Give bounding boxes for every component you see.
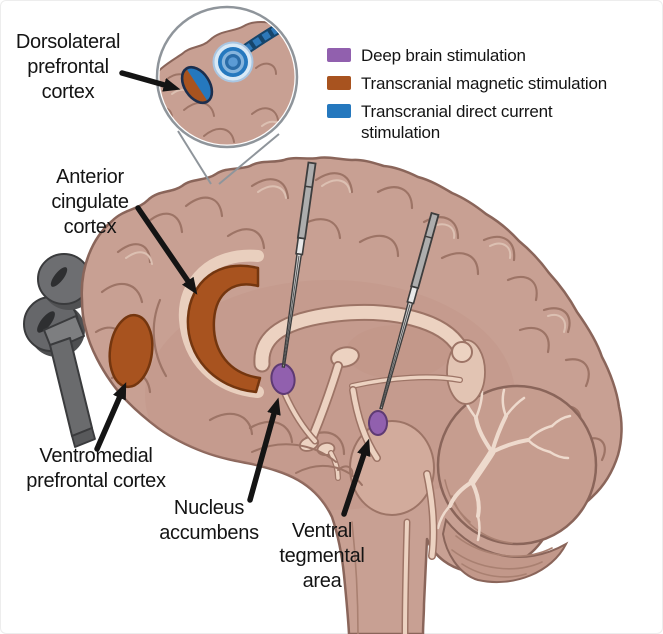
fourth-ventricle — [424, 471, 436, 559]
tms-coil-handle-cap — [71, 427, 96, 448]
legend-item-dbs: Deep brain stimulation — [327, 45, 611, 66]
brainstem-stripe — [403, 520, 409, 634]
legend-swatch-tms — [327, 76, 351, 90]
label-vta: Ventral tegmental area — [279, 520, 365, 592]
label-acc: Anterior cingulate cortex — [51, 166, 129, 238]
hypothalamic-sulcus — [350, 375, 462, 388]
legend-swatch-dbs — [327, 48, 351, 62]
legend-label-dbs: Deep brain stimulation — [361, 46, 526, 65]
brain-sagittal — [80, 156, 623, 634]
arrow-vmpfc — [94, 382, 127, 452]
magnifier-line-right — [218, 133, 280, 185]
vmpfc-region — [108, 313, 154, 389]
arrow-nacc — [247, 397, 281, 503]
tms-coil-upper-slot — [50, 267, 68, 287]
corpus-callosum — [255, 305, 467, 371]
arrow-vta — [341, 438, 371, 517]
legend: Deep brain stimulation Transcranial magn… — [327, 45, 611, 150]
arrow-dlpfc — [119, 70, 181, 92]
tms-coil-lower-slot — [37, 311, 55, 333]
cerebellar-folds — [444, 479, 553, 578]
dbs-electrode-nacc — [281, 161, 317, 368]
gyri-highlights — [125, 179, 566, 333]
brainstem-line — [351, 521, 359, 634]
magnifier-line-left — [177, 130, 212, 185]
label-dlpfc: Dorsolateral prefrontal cortex — [15, 31, 121, 103]
dbs-electrode-vta — [379, 211, 440, 410]
tms-coil-collar — [43, 315, 85, 351]
midline-structures — [178, 249, 486, 634]
legend-label-tms: Transcranial magnetic stimulation — [361, 74, 607, 93]
fornix — [309, 362, 342, 440]
midbrain-stripe — [350, 387, 380, 461]
tdcs-cable-ribs — [242, 17, 294, 53]
arrow-acc — [135, 205, 198, 295]
label-nacc: Nucleus accumbens — [159, 497, 259, 544]
nacc-region — [270, 363, 296, 395]
dlpfc-target-spot — [180, 65, 214, 105]
tms-coil-handle — [49, 337, 93, 437]
tms-coil-device — [23, 253, 96, 448]
cerebellum — [436, 384, 598, 584]
inset-magnifier — [155, 5, 299, 185]
annotation-arrows — [94, 70, 371, 517]
arbor-vitae — [436, 388, 572, 542]
legend-label-tdcs: Transcranial direct current stimulation — [361, 102, 553, 142]
legend-item-tms: Transcranial magnetic stimulation — [327, 73, 611, 94]
label-vmpfc: Ventromedial prefrontal cortex — [26, 445, 166, 492]
splenium — [451, 341, 473, 363]
vta-region — [368, 410, 388, 436]
legend-swatch-tdcs — [327, 104, 351, 118]
tdcs-electrode-icon — [212, 41, 254, 83]
legend-item-tdcs: Transcranial direct current stimulation — [327, 101, 611, 143]
